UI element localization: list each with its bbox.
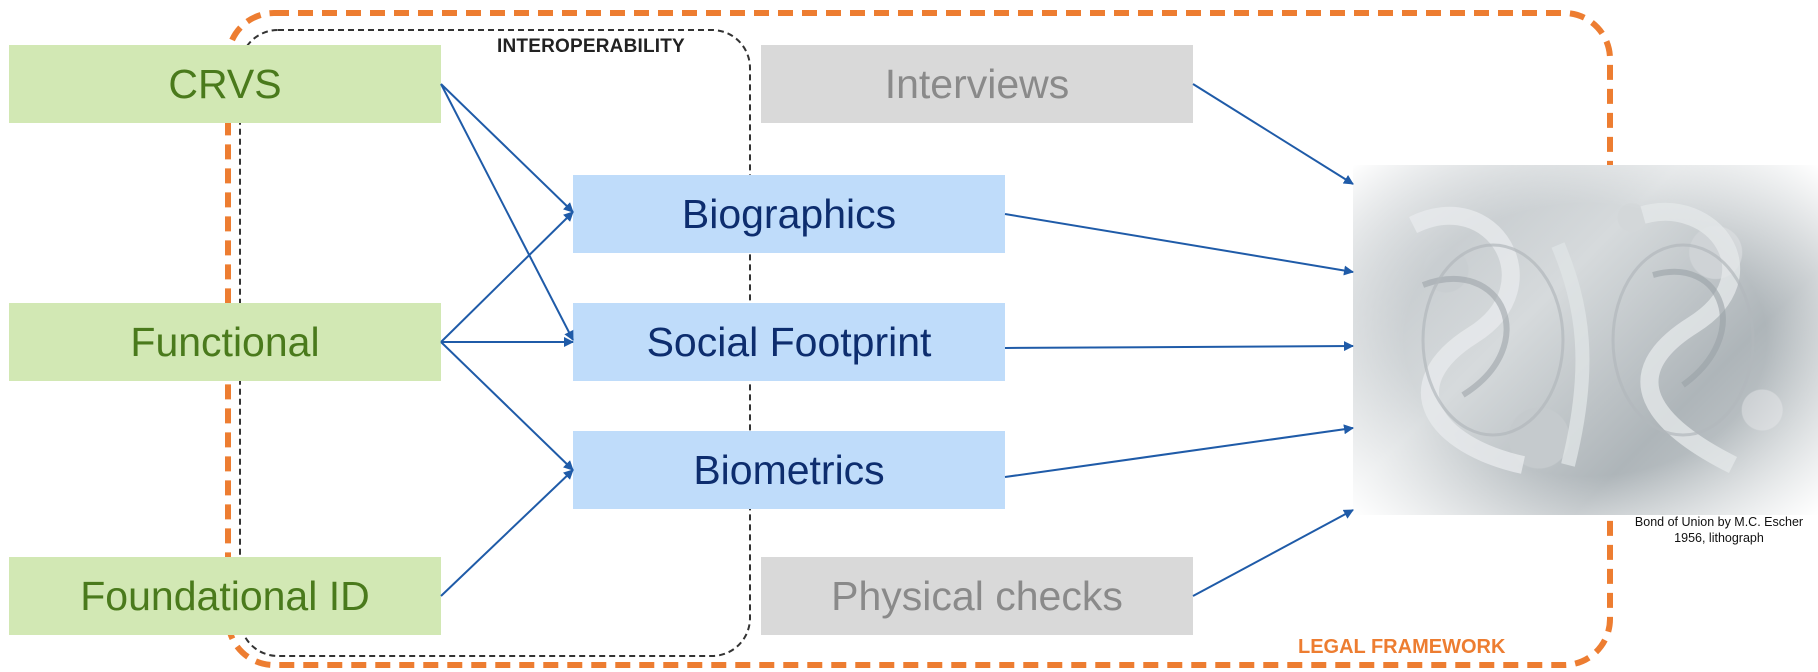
crvs-box: CRVS [9,45,441,123]
arrow-crvs-to-social-footprint [440,83,574,341]
arrow-crvs-to-biographics [440,83,574,213]
biographics-label: Biographics [681,190,897,237]
foundational-id-label: Foundational ID [80,572,370,619]
arrow-functional-to-biographics [440,211,574,343]
interoperability-label: INTEROPERABILITY [497,36,685,57]
foundational-id-box: Foundational ID [9,557,441,635]
image-caption: Bond of Union by M.C. Escher 1956, litho… [1620,514,1818,546]
social-footprint-label: Social Footprint [646,318,932,365]
social-footprint-box: Social Footprint [573,303,1005,381]
escher-ribbons [1408,202,1755,474]
physical-checks-box: Physical checks [761,557,1193,635]
interviews-label: Interviews [884,60,1070,107]
caption-line-2: 1956, lithograph [1674,531,1764,545]
functional-label: Functional [130,318,320,365]
caption-line-1: Bond of Union by M.C. Escher [1634,515,1804,529]
biographics-box: Biographics [573,175,1005,253]
arrow-biographics-to-image [1004,213,1354,276]
arrow-functional-to-biometrics [440,341,574,471]
physical-checks-label: Physical checks [831,572,1123,619]
bond-of-union-image [1353,165,1818,515]
interviews-box: Interviews [761,45,1193,123]
functional-box: Functional [9,303,441,381]
arrow-physical-checks-to-image [1192,509,1354,597]
arrow-interviews-to-image [1192,83,1354,185]
arrow-social-footprint-to-image [1004,341,1354,352]
arrow-foundational-to-biometrics [440,469,574,597]
biometrics-label: Biometrics [693,446,885,493]
legal-framework-label: LEGAL FRAMEWORK [1298,636,1506,658]
biometrics-box: Biometrics [573,431,1005,509]
arrow-biometrics-to-image [1004,424,1354,478]
crvs-label: CRVS [168,60,282,107]
